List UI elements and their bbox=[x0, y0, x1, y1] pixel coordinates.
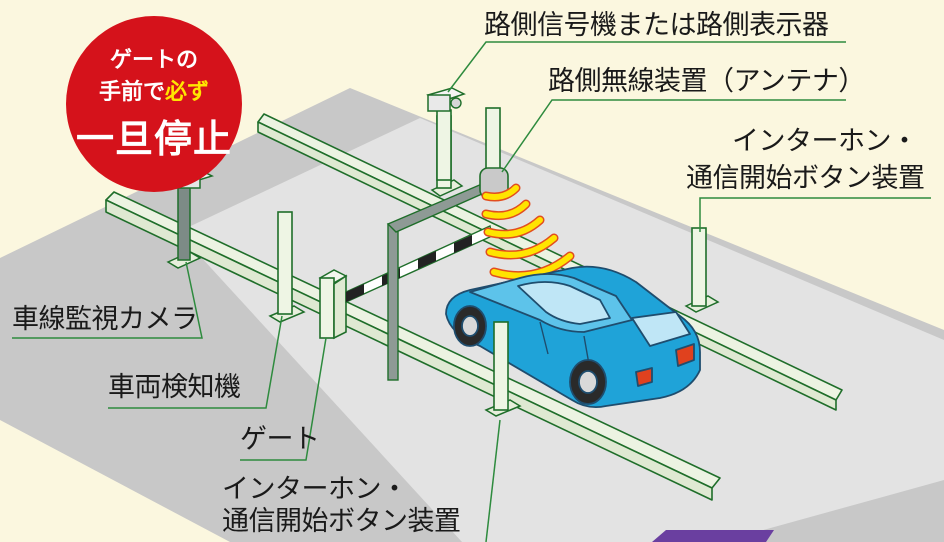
badge-line-2: 手前で必ず bbox=[66, 74, 242, 106]
label-roadside-signal: 路側信号機または路側表示器 bbox=[484, 10, 829, 41]
intercom-post-right bbox=[684, 227, 720, 313]
label-intercom-bottom-1: インターホン・ bbox=[222, 474, 408, 505]
label-gate: ゲート bbox=[240, 424, 320, 455]
badge-line-2b: 必ず bbox=[165, 80, 210, 105]
label-intercom-right-1: インターホン・ bbox=[732, 126, 918, 157]
label-lane-camera: 車線監視カメラ bbox=[12, 304, 198, 335]
corner-tab bbox=[652, 530, 774, 542]
badge-line-1: ゲートの bbox=[109, 48, 198, 73]
badge-line-3: 一旦停止 bbox=[75, 117, 232, 161]
gate-housing bbox=[318, 269, 348, 340]
vehicle-detector-post bbox=[268, 211, 306, 323]
label-vehicle-detector: 車両検知機 bbox=[108, 372, 241, 403]
label-intercom-bottom-2: 通信開始ボタン装置 bbox=[222, 506, 461, 537]
leader-lines bbox=[12, 41, 931, 542]
label-roadside-antenna: 路側無線装置（アンテナ） bbox=[548, 66, 865, 97]
vehicle bbox=[445, 265, 701, 409]
label-intercom-right-2: 通信開始ボタン装置 bbox=[686, 163, 925, 194]
antenna-gantry bbox=[386, 167, 509, 381]
intercom-post-front bbox=[484, 321, 522, 417]
stop-warning-badge: ゲートの 手前で必ず 一旦停止 bbox=[66, 16, 242, 192]
badge-line-2a: 手前で bbox=[98, 80, 165, 105]
radio-waves bbox=[481, 183, 575, 281]
roadside-signal-unit bbox=[426, 87, 466, 181]
